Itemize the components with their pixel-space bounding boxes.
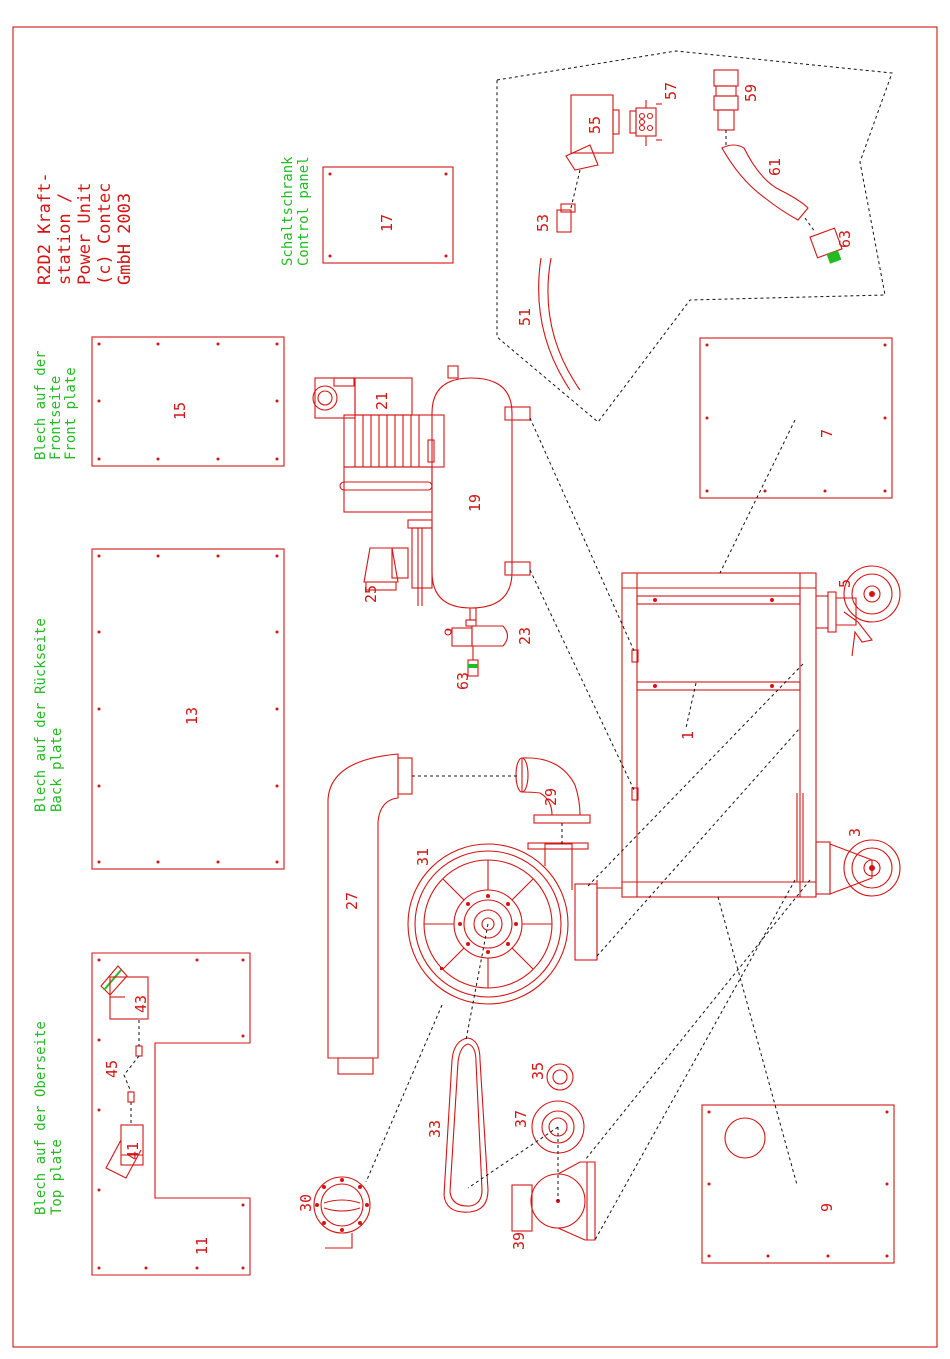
part-label-15: 15: [171, 402, 189, 420]
title-block: R2D2 Kraft- station / Power Unit (c) Con…: [35, 172, 135, 285]
part-31-blower: [408, 843, 597, 1004]
part-label-21: 21: [373, 392, 391, 410]
part-label-63-upper: 63: [836, 230, 854, 248]
part-33-belt: [444, 1038, 488, 1212]
part-label-7: 7: [818, 429, 836, 438]
part-59-coupling: [714, 70, 738, 130]
title-line-5: GmbH 2003: [115, 193, 135, 285]
part-label-53: 53: [534, 214, 552, 232]
title-line-4: (c) Contec: [95, 183, 115, 285]
label-top-plate: Blech auf der Oberseite Top plate: [33, 1021, 65, 1215]
part-label-31: 31: [414, 848, 432, 866]
part-label-17: 17: [378, 214, 396, 232]
part-label-30: 30: [297, 1194, 315, 1212]
part-label-33: 33: [426, 1120, 444, 1138]
part-45-connectors: [124, 1020, 142, 1125]
svg-text:Control panel: Control panel: [296, 156, 312, 266]
svg-text:Blech auf der: Blech auf der: [33, 350, 49, 460]
part-label-13: 13: [183, 707, 201, 725]
part-label-37: 37: [512, 1110, 530, 1128]
part-63-fitting-lower: [468, 646, 478, 676]
part-19-air-tank: [408, 366, 530, 620]
part-label-35: 35: [529, 1062, 547, 1080]
part-25-filter: [364, 548, 408, 590]
part-39-motor: [512, 1162, 595, 1240]
title-line-2: station /: [55, 193, 75, 285]
sheet-border: [13, 27, 937, 1347]
part-35-hub: [547, 1064, 573, 1090]
part-label-61: 61: [766, 158, 784, 176]
svg-text:Schaltschrank: Schaltschrank: [280, 156, 296, 266]
part-27-duct: [328, 754, 412, 1074]
part-23-valve: [445, 620, 508, 646]
part-label-55: 55: [586, 116, 604, 134]
part-label-23: 23: [516, 627, 534, 645]
svg-text:Frontseite: Frontseite: [48, 376, 64, 460]
part-label-41: 41: [124, 1142, 142, 1160]
part-label-63-lower: 63: [454, 672, 472, 690]
part-label-11: 11: [193, 1237, 211, 1255]
plate-11: [92, 953, 250, 1275]
part-3-caster: [816, 840, 900, 896]
svg-text:Back plate: Back plate: [49, 728, 65, 812]
part-label-29: 29: [542, 788, 560, 806]
part-57-connector: [630, 100, 662, 146]
svg-text:Top plate: Top plate: [49, 1139, 65, 1215]
svg-text:Front plate: Front plate: [63, 367, 79, 460]
part-label-51: 51: [516, 308, 534, 326]
svg-text:Blech auf der Oberseite: Blech auf der Oberseite: [33, 1021, 49, 1215]
assembly-leader-lines: [366, 418, 810, 1240]
part-30-flange: [314, 1177, 370, 1248]
title-line-1: R2D2 Kraft-: [35, 172, 55, 285]
part-61-hose: [722, 130, 808, 220]
title-line-3: Power Unit: [75, 183, 95, 285]
part-53-fitting: [557, 170, 580, 232]
label-control-panel: Schaltschrank Control panel: [280, 156, 312, 266]
part-label-59: 59: [742, 84, 760, 102]
part-label-3: 3: [846, 828, 864, 837]
part-label-25: 25: [362, 585, 380, 603]
plate-9: [702, 1105, 894, 1263]
label-back-plate: Blech auf der Rückseite Back plate: [33, 618, 65, 812]
part-label-39: 39: [510, 1232, 528, 1250]
part-label-9: 9: [818, 1203, 836, 1212]
part-label-1: 1: [679, 731, 697, 740]
part-label-57: 57: [662, 82, 680, 100]
part-label-45: 45: [103, 1060, 121, 1078]
part-5-caster-brake: [816, 566, 900, 656]
part-label-19: 19: [466, 494, 484, 512]
svg-text:Blech auf der Rückseite: Blech auf der Rückseite: [33, 618, 49, 812]
label-front-plate: Blech auf der Frontseite Front plate: [33, 350, 79, 460]
part-51-hose: [539, 258, 580, 390]
part-label-5: 5: [836, 579, 854, 588]
plate-15: [92, 337, 284, 466]
plate-7: [700, 338, 892, 498]
part-label-43: 43: [132, 995, 150, 1013]
part-label-27: 27: [343, 892, 361, 910]
